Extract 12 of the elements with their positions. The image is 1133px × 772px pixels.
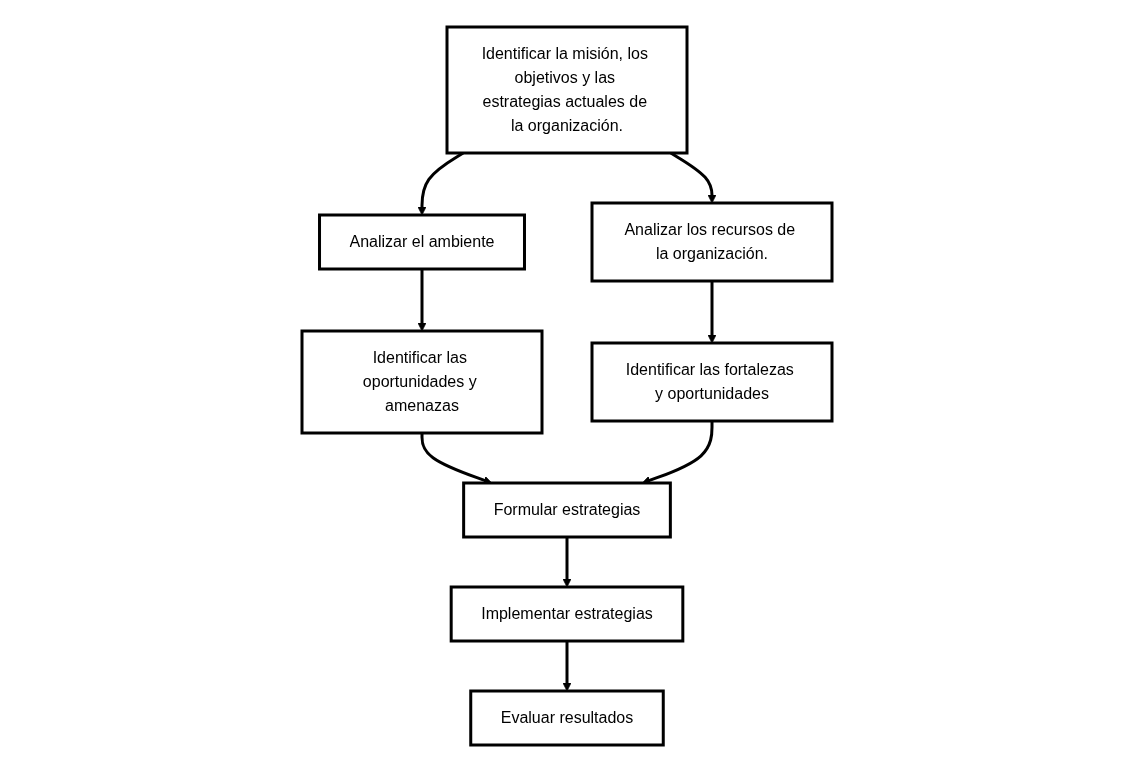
arrow [417, 269, 426, 332]
node-box: Analizar los recursos de la organización. [590, 201, 833, 283]
node-box: Identificar las oportunidades y amenazas [300, 329, 543, 435]
node-box: Formular estrategias [461, 481, 672, 539]
arrow [562, 641, 571, 692]
arrow [562, 537, 571, 588]
node-box: Identificar la misión, los objetivos y las estrategias actuales de la organización. [445, 25, 688, 155]
node-box: Identificar las fortalezas y oportunidades [590, 341, 833, 423]
node-box: Analizar el ambiente [317, 213, 526, 271]
arrow [707, 281, 716, 344]
node-box: Implementar estrategias [449, 585, 684, 643]
node-box: Evaluar resultados [468, 689, 665, 747]
